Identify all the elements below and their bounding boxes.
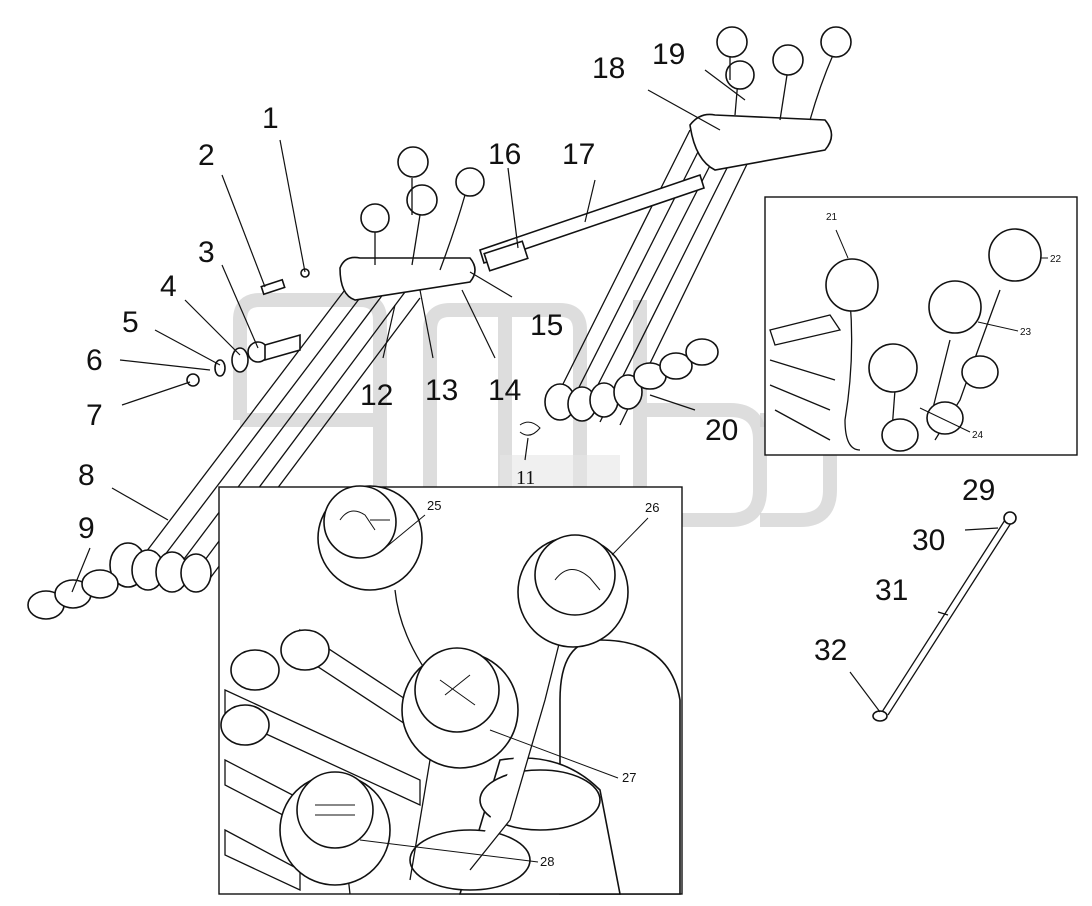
inset-top-right: 21 22 23 24: [764, 196, 1078, 456]
lever-assembly-main: [27, 26, 1017, 722]
callout-1: 1: [262, 102, 279, 135]
callout-9: 9: [78, 512, 95, 545]
callout-19: 19: [652, 38, 685, 71]
callout-22: 22: [1050, 254, 1062, 265]
callout-15: 15: [530, 309, 563, 342]
callouts-main: 1 2 3 4 5 6 7 8 9 11 12 13 14 15 16 17 1…: [78, 38, 995, 667]
callout-30: 30: [912, 524, 945, 557]
callout-27: 27: [622, 770, 636, 785]
callout-5: 5: [122, 306, 139, 339]
callout-4: 4: [160, 270, 177, 303]
callout-20: 20: [705, 414, 738, 447]
callout-29: 29: [962, 474, 995, 507]
callout-26: 26: [645, 500, 659, 515]
callout-13: 13: [425, 374, 458, 407]
callout-3: 3: [198, 236, 215, 269]
callout-25: 25: [427, 498, 441, 513]
callout-31: 31: [875, 574, 908, 607]
callout-12: 12: [360, 379, 393, 412]
callout-2: 2: [198, 139, 215, 172]
callout-7: 7: [86, 399, 103, 432]
callout-18: 18: [592, 52, 625, 85]
callout-28: 28: [540, 854, 554, 869]
callout-11: 11: [516, 467, 535, 489]
inset-bottom-center: 25 26 27 28: [218, 485, 683, 895]
callout-6: 6: [86, 344, 103, 377]
callout-24: 24: [972, 430, 984, 441]
callout-8: 8: [78, 459, 95, 492]
leader-lines: [71, 69, 999, 713]
callout-17: 17: [562, 138, 595, 171]
callout-23: 23: [1020, 327, 1032, 338]
callout-21: 21: [826, 212, 838, 223]
callout-14: 14: [488, 374, 521, 407]
callout-16: 16: [488, 138, 521, 171]
callout-32: 32: [814, 634, 847, 667]
